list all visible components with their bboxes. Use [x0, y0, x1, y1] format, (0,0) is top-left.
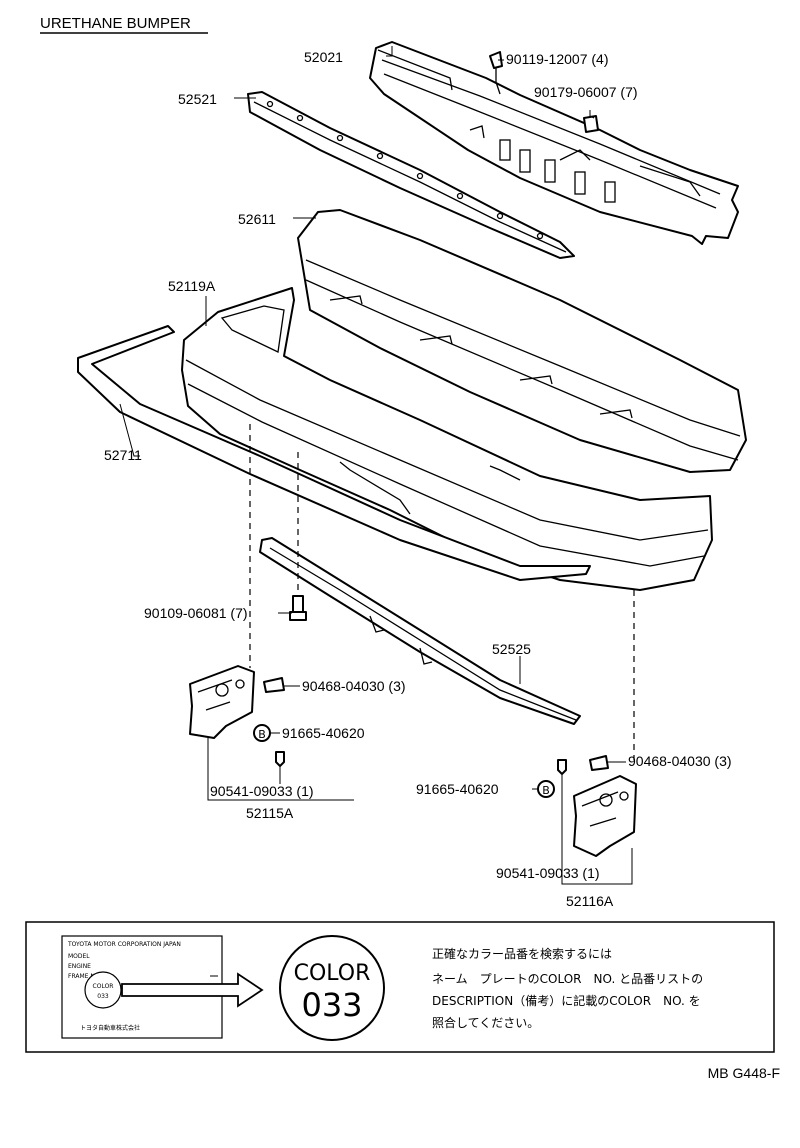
label-90179-06007: 90179-06007 (7)	[534, 84, 638, 100]
nut-91665-right-icon: B	[537, 780, 555, 798]
label-52711: 52711	[104, 447, 142, 463]
note-line-3: DESCRIPTION（備考）に記載のCOLOR NO. を	[432, 993, 701, 1008]
plate-header: TOYOTA MOTOR CORPORATION JAPAN	[67, 941, 181, 948]
clip-90179-icon	[583, 115, 599, 133]
label-52525: 52525	[492, 641, 531, 657]
label-91665-40620-right: 91665-40620	[416, 781, 499, 797]
label-90468-04030-right: 90468-04030 (3)	[628, 753, 732, 769]
label-52021: 52021	[304, 49, 343, 65]
color-word: COLOR	[294, 961, 371, 986]
plate-color-circle	[84, 971, 122, 1009]
retainer-52521	[247, 91, 575, 259]
leader-52711	[119, 403, 140, 457]
color-code-circle	[279, 935, 385, 1041]
label-90109-06081: 90109-06081 (7)	[144, 605, 248, 621]
bumper-cover-52119A	[181, 287, 713, 591]
plate-footer: トヨタ自動車株式会社	[80, 1024, 140, 1032]
absorber-52611	[297, 209, 747, 473]
retainer-90468-left-icon	[263, 677, 285, 693]
retainer-90468-right-icon	[589, 755, 609, 771]
color-code: 033	[301, 986, 362, 1024]
figure-code: MB G448-F	[708, 1065, 780, 1081]
label-52119A: 52119A	[168, 278, 216, 294]
leader-90179	[589, 110, 595, 119]
leader-52021	[386, 46, 393, 57]
color-note-box: TOYOTA MOTOR CORPORATION JAPAN MODEL ENG…	[25, 921, 775, 1053]
plate-color-word: COLOR	[93, 983, 114, 990]
label-52115A: 52115A	[246, 805, 294, 821]
label-90468-04030-left: 90468-04030 (3)	[302, 678, 406, 694]
plate-color-code: 033	[97, 993, 109, 1000]
bolt-90119-icon	[489, 51, 503, 95]
arrow-icon	[121, 972, 264, 1008]
reinforcement-52021	[369, 41, 739, 245]
label-90119-12007: 90119-12007 (4)	[506, 51, 608, 67]
plate-row-model: MODEL	[68, 953, 90, 960]
plate-row-frame: FRAME No.	[68, 973, 100, 980]
screw-90541-right-icon	[557, 759, 567, 775]
moulding-52711	[77, 325, 591, 581]
bracket-52116A	[573, 775, 637, 857]
screw-90541-left-icon	[275, 751, 285, 767]
bracket-52115A	[189, 665, 255, 739]
plate-row-engine: ENGINE	[68, 963, 91, 970]
label-91665-40620-left: 91665-40620	[282, 725, 365, 741]
label-52521: 52521	[178, 91, 217, 107]
nut-91665-left-icon: B	[253, 724, 271, 742]
label-52116A: 52116A	[566, 893, 614, 909]
label-90541-09033-right: 90541-09033 (1)	[496, 865, 600, 881]
label-90541-09033-left: 90541-09033 (1)	[210, 783, 314, 799]
leader-52116A	[561, 774, 633, 885]
diagram-title: URETHANE BUMPER	[40, 15, 191, 32]
retainer-52525	[259, 537, 581, 725]
bolt-90109-icon	[289, 595, 307, 621]
note-line-2: ネーム プレートのCOLOR NO. と品番リストの	[432, 972, 703, 986]
svg-text:B: B	[258, 728, 266, 741]
leader-52115A	[207, 738, 354, 801]
note-line-1: 正確なカラー品番を検索するには	[432, 946, 612, 961]
note-line-4: 照合してください。	[432, 1015, 539, 1030]
svg-text:B: B	[542, 784, 550, 797]
label-52611: 52611	[238, 211, 276, 227]
